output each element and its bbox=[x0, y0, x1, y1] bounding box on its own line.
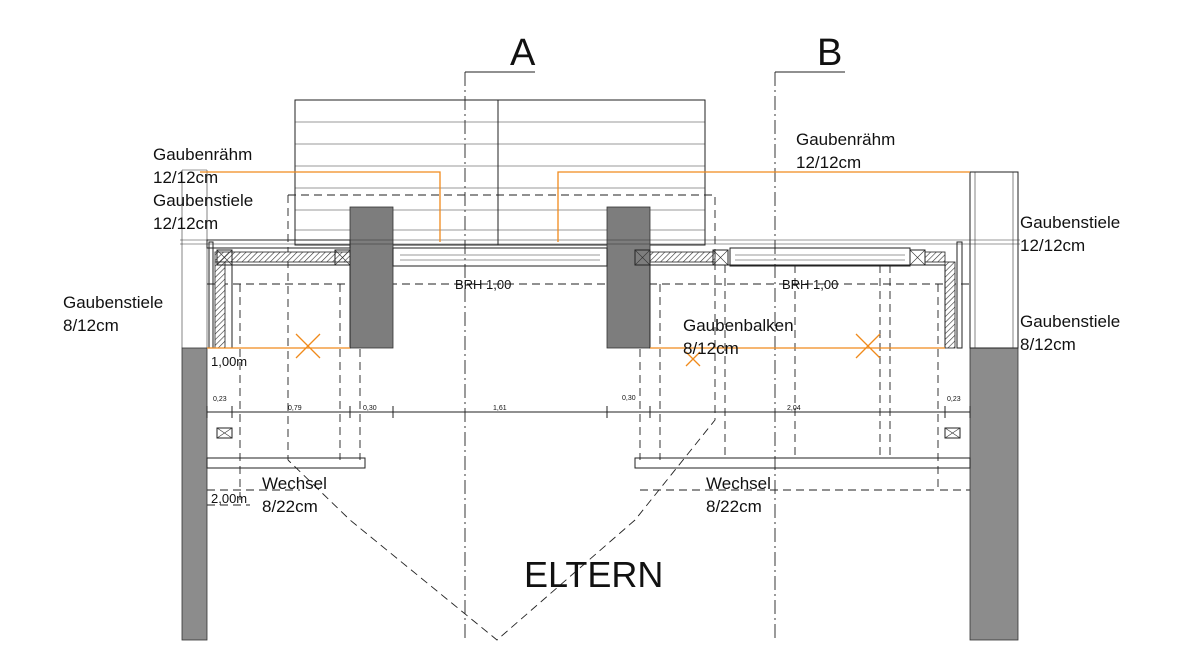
label-gaubenstiele-left-size: 12/12cm bbox=[153, 214, 218, 233]
label-gaubenraehm-left-size: 12/12cm bbox=[153, 168, 218, 187]
dim-5: 0,30 bbox=[622, 395, 636, 402]
label-gaubenraehm-left: Gaubenrähm bbox=[153, 145, 252, 164]
label-gaubenstiele-right-mid: Gaubenstiele bbox=[1020, 312, 1120, 331]
section-line-b: B bbox=[774, 32, 845, 640]
room-name-eltern: ELTERN bbox=[524, 554, 663, 595]
label-brh-left: BRH 1,00 bbox=[455, 277, 511, 292]
left-wall bbox=[181, 169, 208, 641]
label-gaubenraehm-right: Gaubenrähm bbox=[796, 130, 895, 149]
label-brh-right: BRH 1,00 bbox=[782, 277, 838, 292]
label-gaubenbalken-size: 8/12cm bbox=[683, 339, 739, 358]
label-gaubenstiele-left-mid-size: 8/12cm bbox=[63, 316, 119, 335]
wechsel-left-beam bbox=[206, 457, 366, 469]
dim-2: 0,79 bbox=[288, 405, 302, 412]
label-wechsel-right-size: 8/22cm bbox=[706, 497, 762, 516]
right-pier bbox=[606, 206, 651, 349]
label-wechsel-left: Wechsel bbox=[262, 474, 327, 493]
label-wechsel-left-size: 8/22cm bbox=[262, 497, 318, 516]
label-height-2m: 2,00m bbox=[211, 491, 247, 506]
label-gaubenstiele-left-mid: Gaubenstiele bbox=[63, 293, 163, 312]
label-gaubenstiele-right-top: Gaubenstiele bbox=[1020, 213, 1120, 232]
dim-6: 2,04 bbox=[787, 405, 801, 412]
dim-4: 1,61 bbox=[493, 405, 507, 412]
window-band bbox=[180, 239, 1020, 267]
label-gaubenstiele-right-mid-size: 8/12cm bbox=[1020, 335, 1076, 354]
dimension-chain: 0,23 0,79 0,30 1,61 0,30 2,04 0,23 bbox=[206, 395, 971, 418]
right-dormer-wall bbox=[634, 241, 963, 349]
label-gaubenraehm-right-size: 12/12cm bbox=[796, 153, 861, 172]
left-pier bbox=[349, 206, 394, 349]
stud-markers bbox=[216, 427, 961, 439]
dim-1: 0,23 bbox=[213, 396, 227, 403]
label-gaubenstiele-left: Gaubenstiele bbox=[153, 191, 253, 210]
left-dormer-wall bbox=[206, 239, 351, 349]
section-line-a: A bbox=[464, 32, 536, 640]
section-b-label: B bbox=[817, 32, 842, 74]
label-wechsel-right: Wechsel bbox=[706, 474, 771, 493]
dim-3: 0,30 bbox=[363, 405, 377, 412]
right-wall bbox=[969, 171, 1019, 641]
dim-7: 0,23 bbox=[947, 396, 961, 403]
timber-members bbox=[200, 171, 970, 367]
label-gaubenstiele-right-top-size: 12/12cm bbox=[1020, 236, 1085, 255]
label-gaubenbalken: Gaubenbalken bbox=[683, 316, 794, 335]
wechsel-right-beam bbox=[634, 457, 971, 469]
label-height-1m: 1,00m bbox=[211, 354, 247, 369]
section-a-label: A bbox=[510, 32, 536, 74]
